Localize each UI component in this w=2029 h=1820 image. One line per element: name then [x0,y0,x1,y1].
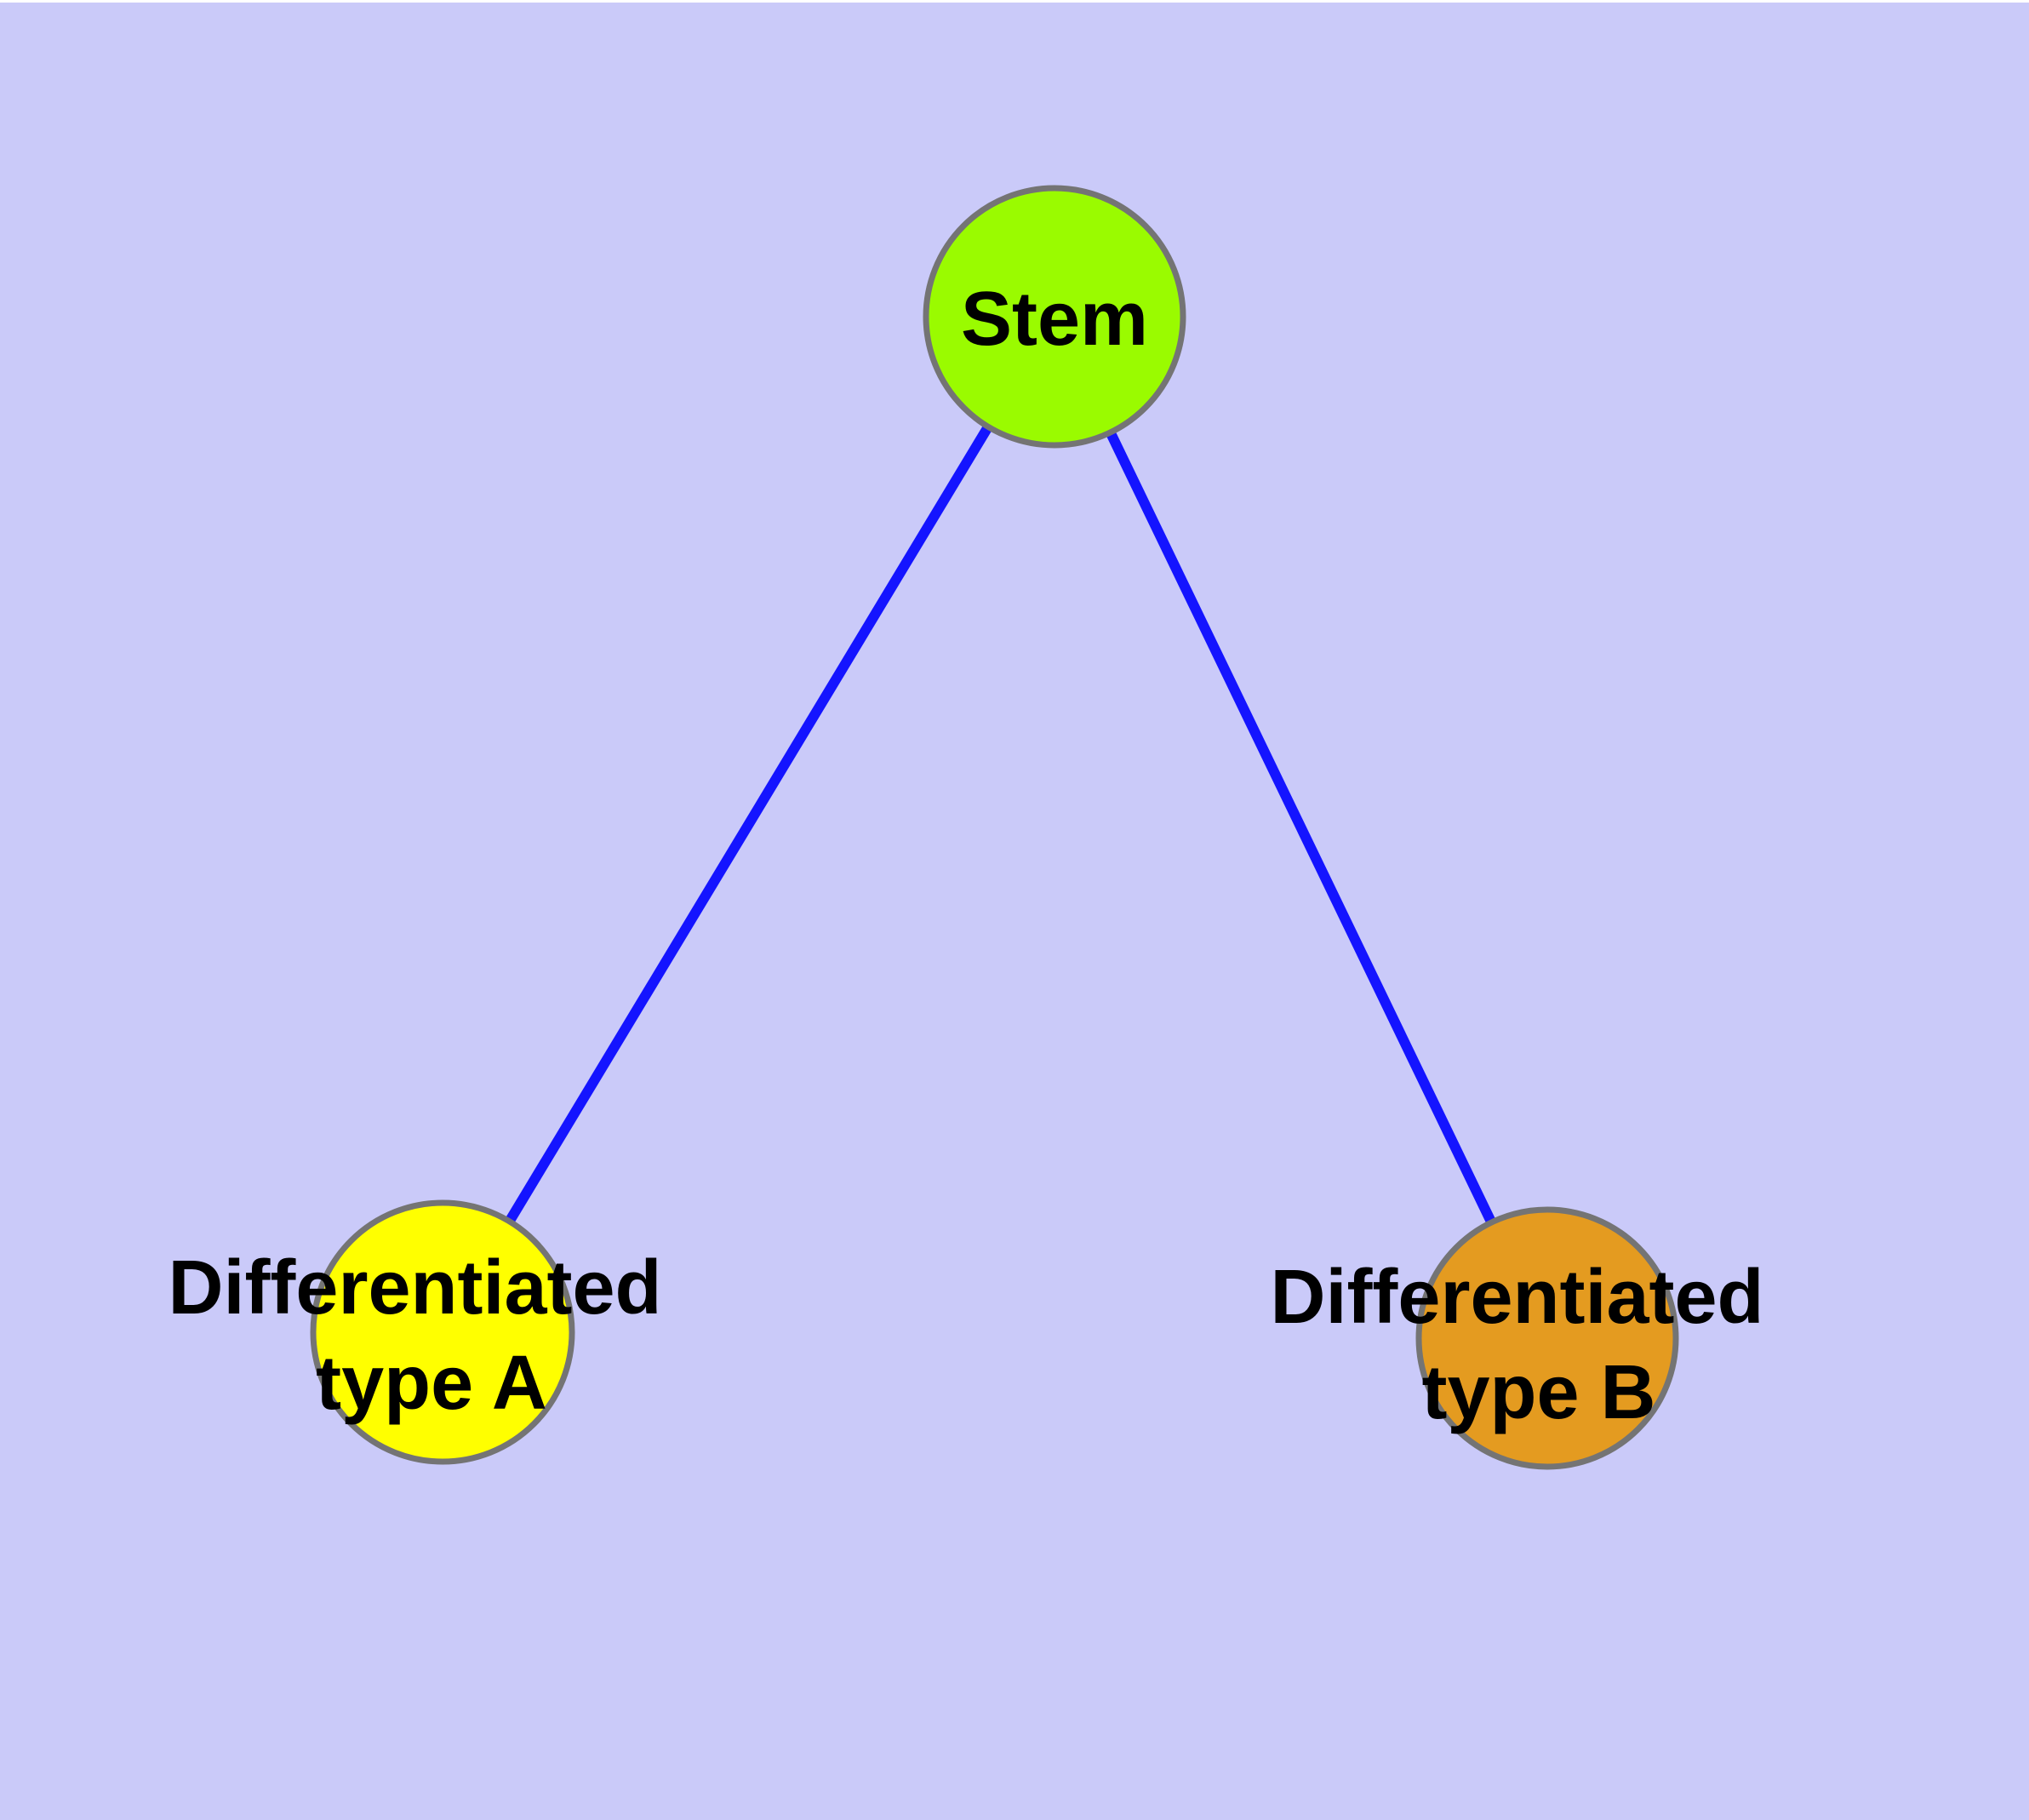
node-type-b [1415,1206,1679,1470]
node-type-b-label-line1: Differentiated [1270,1255,1763,1340]
node-type-a-label: Differentiated type A [168,1245,683,1426]
node-type-a [310,1199,575,1465]
node-type-b-label-line2: type B [1421,1350,1655,1435]
nodes [310,185,1679,1470]
node-type-a-label-line2: type A [316,1341,547,1426]
node-stem-label: Stem [961,277,1148,362]
node-labels: Stem Differentiated type A Differentiate… [168,277,1785,1435]
edge-stem-to-type-a [437,313,1060,1336]
node-type-b-label: Differentiated type B [1270,1255,1785,1435]
node-stem [923,185,1186,449]
node-type-a-label-line1: Differentiated [168,1245,661,1331]
edge-stem-to-type-b [1049,314,1552,1341]
edges [437,313,1552,1341]
